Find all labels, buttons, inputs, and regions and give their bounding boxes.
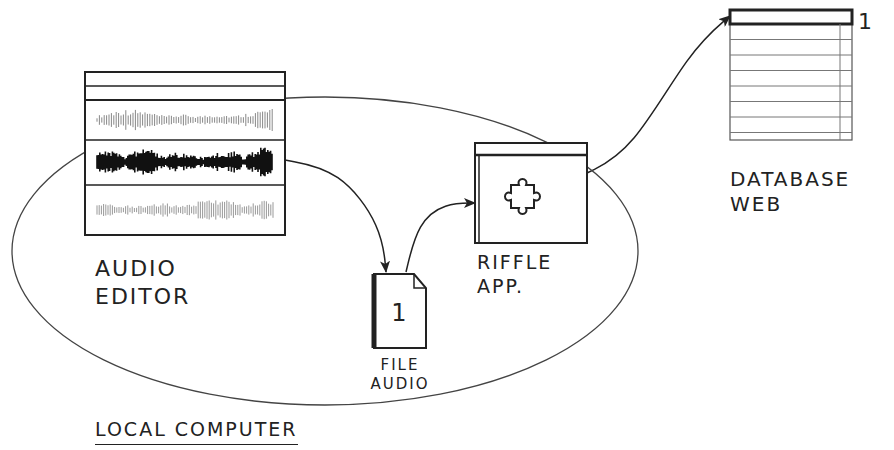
window-rule xyxy=(85,184,285,186)
flow-arrow xyxy=(406,203,475,272)
puzzle-icon xyxy=(505,179,540,214)
file-icon: 1FILE AUDIO xyxy=(372,272,428,350)
app-window: RIFFLE APP. xyxy=(475,143,587,243)
audio-editor-window-drawing xyxy=(85,72,285,235)
file-corner xyxy=(414,274,426,288)
database-table-drawing xyxy=(730,10,852,140)
file-edge xyxy=(372,274,377,348)
app-window-drawing xyxy=(475,143,587,243)
node-label: RIFFLE APP. xyxy=(477,251,572,299)
flow-arrow xyxy=(285,160,386,272)
window-rule xyxy=(475,154,587,157)
callout-number: 1 xyxy=(372,298,428,328)
node-label: DATABASE WEB xyxy=(730,167,890,217)
node-label: LOCAL COMPUTER xyxy=(95,418,298,445)
window-rule xyxy=(85,85,285,87)
node-label: AUDIO EDITOR xyxy=(95,255,220,310)
waveform xyxy=(97,148,272,177)
table-row xyxy=(730,70,852,71)
callout-number: 1 xyxy=(858,8,888,36)
window-frame xyxy=(475,143,587,243)
table-row xyxy=(730,132,852,133)
audio-editor-window: AUDIO EDITOR xyxy=(85,72,285,235)
window-rule xyxy=(85,99,285,101)
waveform xyxy=(97,109,272,131)
table-row xyxy=(730,101,852,102)
window-rule xyxy=(478,155,480,243)
window-rule xyxy=(85,139,285,141)
waveform xyxy=(97,200,273,219)
table-column xyxy=(840,24,841,140)
table-row xyxy=(730,55,852,56)
computer-region: LOCAL COMPUTERAUDIO EDITOR1FILE AUDIORIF… xyxy=(10,95,640,407)
table-outline xyxy=(730,10,852,140)
table-header xyxy=(730,10,852,24)
node-label: FILE AUDIO xyxy=(360,356,440,394)
table-row xyxy=(730,117,852,118)
database-table: 1DATABASE WEB xyxy=(730,10,852,140)
window-frame xyxy=(85,72,285,235)
flow-arrow xyxy=(587,16,730,173)
table-row xyxy=(730,86,852,87)
table-row xyxy=(730,39,852,40)
